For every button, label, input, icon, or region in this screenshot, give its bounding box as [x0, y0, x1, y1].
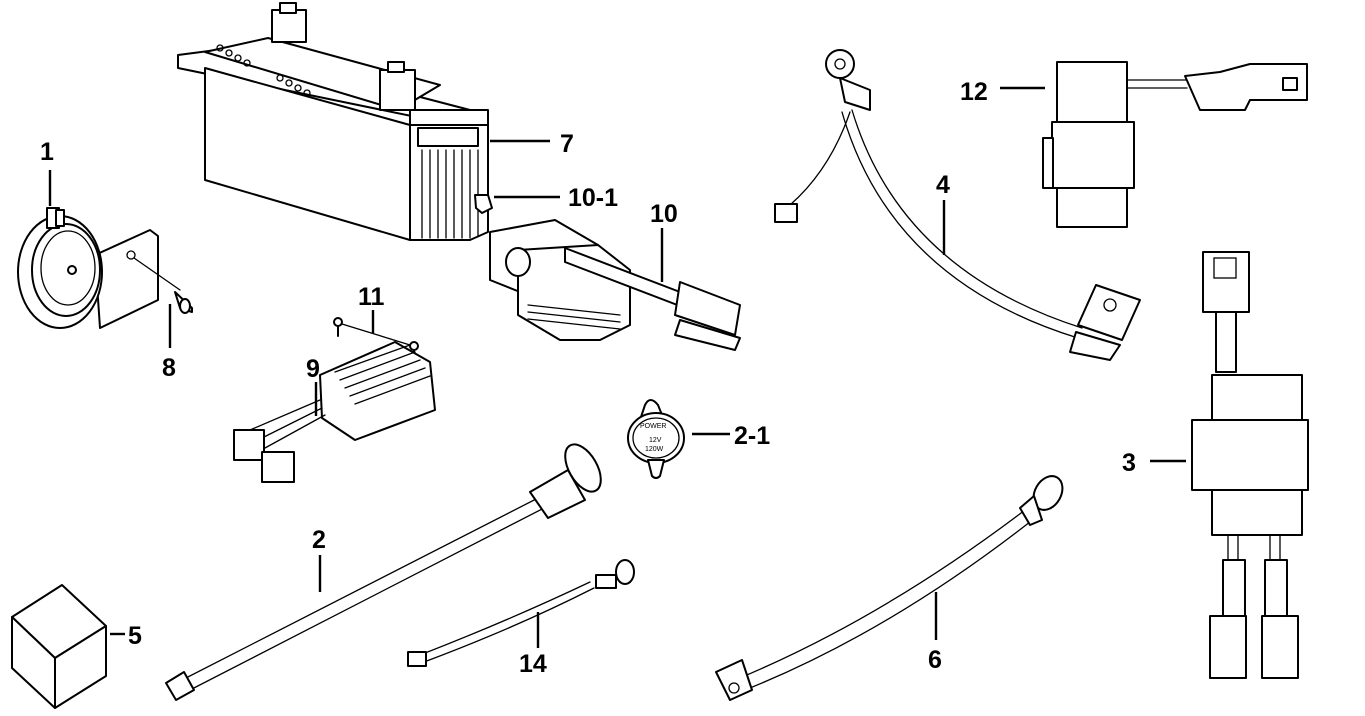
- fuse[interactable]: 10-1: [474, 184, 618, 214]
- battery-terminal-positive-icon: [379, 61, 416, 111]
- flasher-relay[interactable]: 12: [960, 61, 1308, 228]
- starter-relay[interactable]: 10: [489, 200, 741, 351]
- relay-harness[interactable]: 3: [1122, 251, 1309, 679]
- callout-6: 6: [928, 646, 942, 674]
- horn-screw[interactable]: 8: [133, 257, 193, 382]
- socket-cap-wattage-label: 120W: [645, 446, 664, 453]
- battery-terminal-negative-icon: [271, 2, 307, 43]
- power-socket-harness[interactable]: 2: [165, 438, 608, 701]
- horn[interactable]: 1: [17, 138, 159, 329]
- callout-9: 9: [306, 355, 320, 383]
- regulator-rectifier[interactable]: 9: [233, 341, 436, 483]
- callout-12: 12: [960, 78, 988, 106]
- callout-11: 11: [358, 283, 385, 311]
- callout-10-1: 10-1: [568, 184, 618, 212]
- sub-harness[interactable]: 14: [407, 559, 635, 678]
- callout-14: 14: [519, 650, 547, 678]
- regulator-bolts[interactable]: 11: [333, 283, 419, 361]
- battery-cable-positive[interactable]: 4: [774, 49, 1141, 361]
- battery-pad[interactable]: 5: [11, 584, 142, 709]
- callout-5: 5: [128, 622, 142, 650]
- callout-2: 2: [312, 526, 326, 554]
- battery-cable-negative[interactable]: 6: [715, 471, 1068, 701]
- callout-3: 3: [1122, 449, 1136, 477]
- power-socket-cap[interactable]: POWER 12V 120W 2-1: [627, 399, 770, 479]
- battery[interactable]: 7: [177, 2, 574, 241]
- callout-7: 7: [560, 130, 574, 158]
- callout-10: 10: [650, 200, 678, 228]
- socket-cap-voltage-label: 12V: [649, 437, 662, 444]
- callout-4: 4: [936, 171, 950, 199]
- callout-2-1: 2-1: [734, 422, 770, 450]
- callout-8: 8: [162, 354, 176, 382]
- callout-1: 1: [40, 138, 54, 166]
- socket-cap-power-label: POWER: [640, 423, 666, 430]
